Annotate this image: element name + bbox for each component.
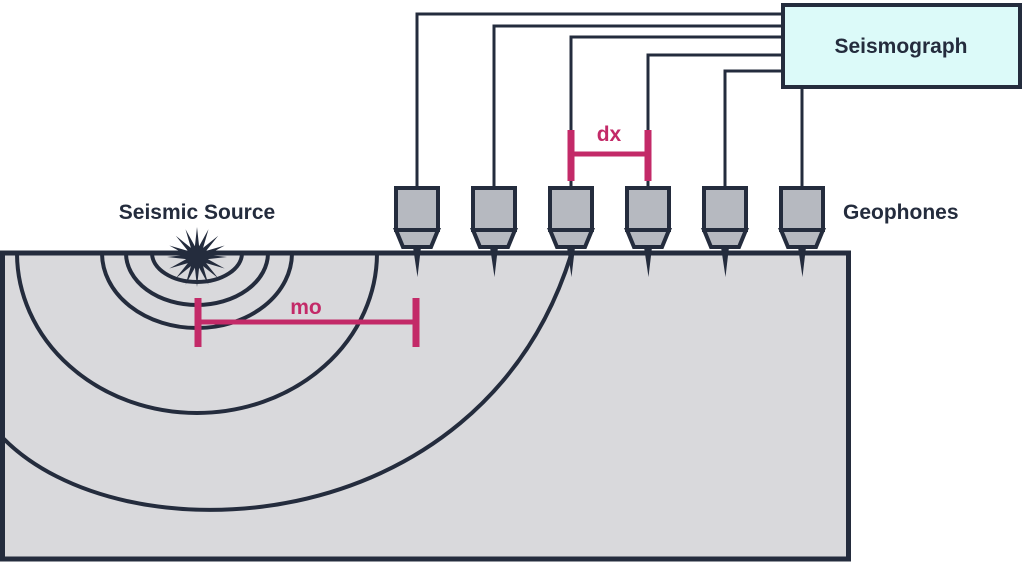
- wire-geophone-3: [569, 35, 790, 188]
- seismograph-box: [781, 3, 1022, 89]
- geophone-spike: [721, 247, 729, 277]
- geophone-spike: [413, 247, 421, 277]
- geophone: [393, 186, 441, 277]
- geophone-base: [470, 228, 518, 249]
- dx-label: dx: [597, 123, 622, 146]
- geophone-body: [702, 186, 748, 232]
- ground: [0, 250, 851, 562]
- geophone-spike: [567, 247, 575, 277]
- geophone-spike: [644, 247, 652, 277]
- geophones-row: [393, 186, 826, 277]
- seismic-source-label: Seismic Source: [119, 201, 275, 224]
- wire-geophone-4: [646, 53, 790, 188]
- geophone-base: [547, 228, 595, 249]
- wire-geophone-2: [492, 24, 790, 188]
- geophone: [701, 186, 749, 277]
- wavefront-arc: [15, 253, 379, 415]
- wire-geophone-1: [415, 12, 790, 188]
- seismograph-label: Seismograph: [834, 35, 967, 58]
- geophone: [547, 186, 595, 277]
- geophone-base: [778, 228, 826, 249]
- geophone-base: [393, 228, 441, 249]
- geophone-spike: [798, 247, 806, 277]
- seismograph-wires: [415, 12, 804, 188]
- geophone-body: [779, 186, 825, 232]
- dx-measure: dx: [567, 123, 652, 181]
- geophone-base: [624, 228, 672, 249]
- geophone: [470, 186, 518, 277]
- mo-measure: mo: [194, 296, 420, 347]
- geophone-body: [548, 186, 594, 232]
- wavefronts: [5, 253, 573, 512]
- geophone-spike: [490, 247, 498, 277]
- wavefront-arc: [5, 254, 573, 512]
- wire-geophone-5: [723, 69, 790, 188]
- geophones-label: Geophones: [843, 201, 959, 224]
- seismic-source-burst-icon: [167, 227, 227, 287]
- geophone: [624, 186, 672, 277]
- geophone: [778, 186, 826, 277]
- geophone-base: [701, 228, 749, 249]
- geophone-body: [394, 186, 440, 232]
- mo-label: mo: [290, 296, 322, 319]
- geophone-body: [625, 186, 671, 232]
- geophone-body: [471, 186, 517, 232]
